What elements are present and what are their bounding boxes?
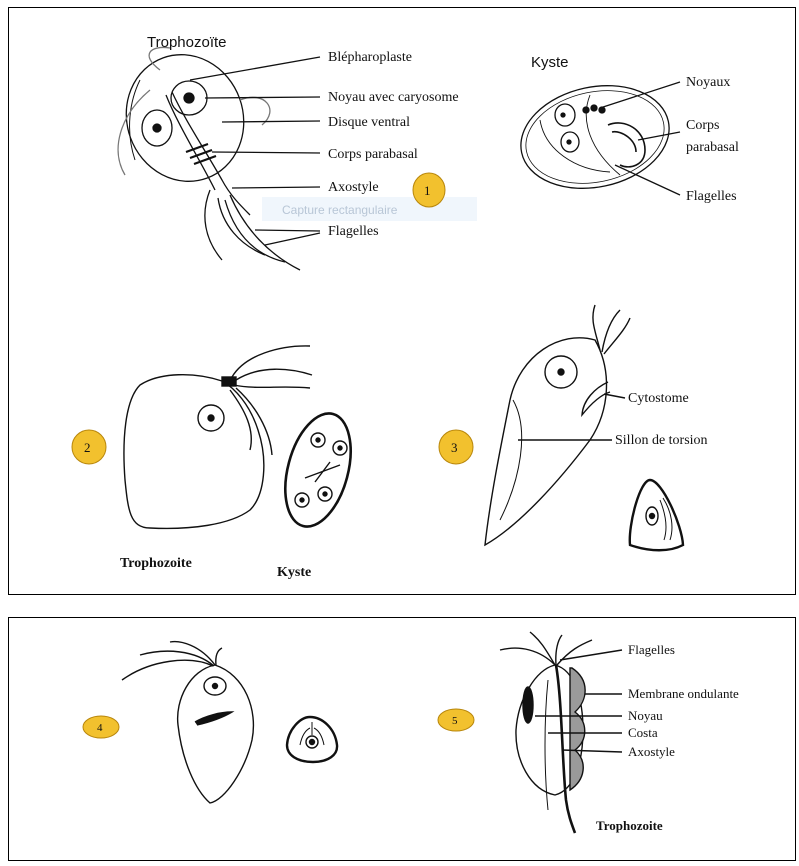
- leader-blepharoplaste: [190, 57, 320, 80]
- badge-1: 1: [413, 173, 445, 207]
- flagellum-4: [205, 190, 222, 260]
- fig2-trophozoite-label: Trophozoite: [120, 556, 192, 571]
- fig5-nucleus: [523, 687, 533, 723]
- label-blepharoplaste: Blépharoplaste: [328, 50, 412, 65]
- badge-4: 4: [83, 716, 119, 738]
- fig3-cyst: [630, 480, 683, 550]
- leader-flagelles-1: [255, 230, 320, 231]
- badge-5-text: 5: [452, 715, 458, 727]
- label-disque-ventral: Disque ventral: [328, 115, 410, 130]
- label-fig5-flagelles: Flagelles: [628, 642, 675, 657]
- capture-overlay-text: Capture rectangulaire: [282, 203, 398, 217]
- fig5-costa: [545, 680, 548, 810]
- leader-flagelles-2: [265, 233, 320, 245]
- badge-3: 3: [439, 430, 473, 464]
- badge-4-text: 4: [97, 722, 103, 734]
- kyste-title: Kyste: [531, 54, 569, 71]
- fig2-trophozoite-body: [124, 375, 264, 529]
- label-axostyle: Axostyle: [328, 180, 379, 195]
- cyst-parabasal: [608, 123, 645, 167]
- label-kyste-corps: Corps: [686, 118, 719, 133]
- label-cytostome: Cytostome: [628, 391, 689, 406]
- leader-disque: [222, 121, 320, 122]
- label-sillon-torsion: Sillon de torsion: [615, 433, 708, 448]
- figure-1-giardia-trophozoite: [109, 38, 320, 270]
- fig2-flagellum-1: [232, 346, 310, 377]
- label-fig5-membrane: Membrane ondulante: [628, 686, 739, 701]
- label-noyaux: Noyaux: [686, 75, 730, 90]
- fig4-cytostome: [195, 712, 232, 725]
- figure-4: [122, 642, 337, 803]
- leader-noyau: [205, 97, 320, 98]
- badge-3-text: 3: [451, 440, 458, 455]
- fig2-cyst: [274, 406, 362, 534]
- label-fig5-noyau: Noyau: [628, 708, 663, 723]
- badge-2-text: 2: [84, 440, 91, 455]
- figure-1-cyst: [511, 72, 680, 201]
- fig2-kyste-label: Kyste: [277, 565, 311, 580]
- label-corps-parabasal: Corps parabasal: [328, 147, 418, 162]
- leader-axostyle: [232, 187, 320, 188]
- fig3-sillon: [500, 400, 522, 520]
- fig2-flagellum-3: [234, 385, 310, 388]
- badge-5: 5: [438, 709, 474, 731]
- figure-2: [124, 346, 362, 534]
- fig2-flagellum-5: [230, 390, 251, 450]
- badge-2: 2: [72, 430, 106, 464]
- badge-1-text: 1: [424, 183, 431, 198]
- label-flagelles: Flagelles: [328, 224, 379, 239]
- leader-corps-kyste: [638, 132, 680, 140]
- leader-fig5-flagelles: [560, 650, 622, 660]
- leader-corps: [212, 152, 320, 153]
- fig2-flagella-base: [222, 377, 236, 386]
- label-noyau-caryosome: Noyau avec caryosome: [328, 90, 459, 105]
- fig2-flagellum-2: [236, 369, 312, 380]
- axostyle-line: [172, 92, 250, 215]
- karyosome-right: [184, 93, 194, 103]
- fig5-undulating-membrane: [570, 668, 585, 790]
- fig5-trophozoite-label: Trophozoite: [596, 818, 663, 833]
- fig1-title: Trophozoïte: [147, 34, 227, 51]
- karyosome-left: [153, 124, 161, 132]
- label-kyste-flagelles: Flagelles: [686, 189, 737, 204]
- label-kyste-parabasal: parabasal: [686, 140, 739, 155]
- figure-5: [500, 632, 622, 833]
- figure-3: [485, 305, 683, 550]
- leader-cytostome: [604, 394, 625, 398]
- label-fig5-axostyle: Axostyle: [628, 744, 675, 759]
- label-fig5-costa: Costa: [628, 725, 658, 740]
